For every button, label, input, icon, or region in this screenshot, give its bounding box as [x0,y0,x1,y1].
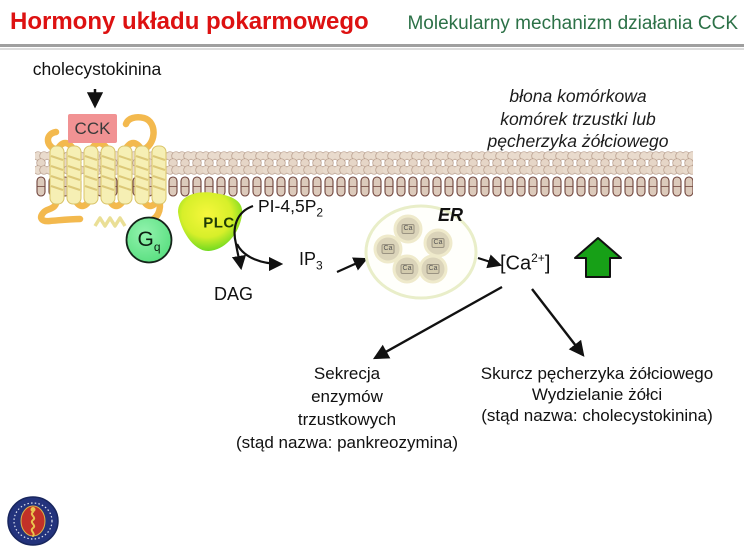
er-organelle [364,204,478,300]
outcome-line: (stąd nazwa: cholecystokinina) [481,406,713,425]
membrane-caption-line: błona komórkowa [509,86,647,106]
ca-store-label: Ca [426,264,440,274]
page-title: Hormony układu pokarmowego [10,8,369,35]
cell-membrane [35,150,693,198]
gq-protein-shape [125,216,173,264]
ca-store-label: Ca [401,224,415,234]
calcium-to-contraction-arrow [531,288,585,357]
er-label: ER [438,205,464,225]
outcome-line: Wydzielanie żółci [531,385,663,404]
university-logo [7,496,59,546]
calcium-increase-arrow [574,237,622,278]
outcome-line: trzustkowych [297,410,397,429]
header-divider [0,44,744,47]
cck-receptor-badge: CCK [68,114,117,143]
ip3-to-er-arrow [336,257,368,274]
membrane-caption: błona komórkowa komórek trzustki lub pęc… [488,85,669,153]
membrane-caption-line: komórek trzustki lub [500,108,656,129]
pancreatic-secretion-text: Sekrecja enzymów trzustkowych (stąd nazw… [236,362,458,454]
gq-protein-label: Gq [137,227,161,255]
ip3-label: IP3 [299,249,323,273]
calcium-to-secretion-arrow [372,285,503,360]
pip2-cleavage-arrows [231,204,284,272]
receptor-helices [49,145,167,205]
page-subtitle: Molekularny mechanizm działania CCK [407,13,738,34]
calcium-concentration-label: [Ca2+] [500,251,551,275]
ca-store-label: Ca [431,238,445,248]
ca-store-label: Ca [381,244,395,254]
outcome-line: Skurcz pęcherzyka żółciowego [480,364,714,383]
header-divider-shadow [0,48,744,50]
plc-enzyme-label: PLC [203,214,235,232]
er-to-calcium-arrow [477,254,503,269]
gallbladder-contraction-text: Skurcz pęcherzyka żółciowego Wydzielanie… [481,363,713,426]
dag-label: DAG [214,284,254,304]
outcome-line: (stąd nazwa: pankreozymina) [235,433,459,452]
ca-store-label: Ca [400,264,414,274]
outcome-line: Sekrecja [313,364,381,383]
ligand-label: cholecystokinina [32,59,162,79]
plc-enzyme-shape [178,192,243,252]
membrane-caption-line: pęcherzyka żółciowego [487,131,669,151]
receptor-tail-zigzag [93,216,127,228]
pip2-label: PI-4,5P2 [258,196,324,220]
outcome-line: enzymów [311,387,383,406]
